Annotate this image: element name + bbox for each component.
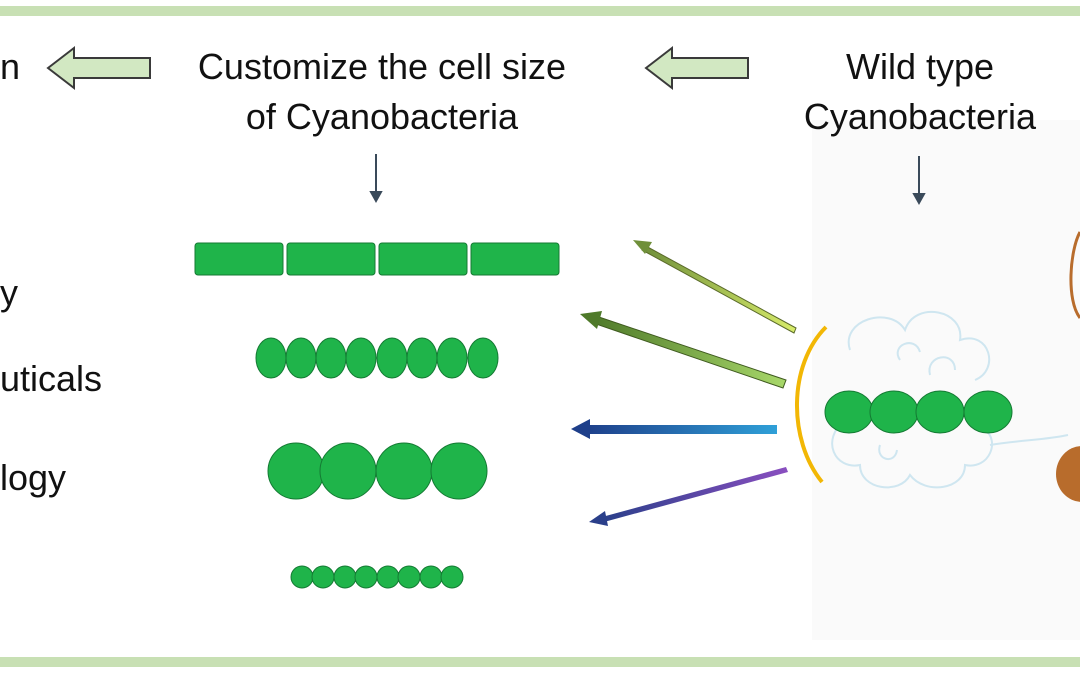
cell <box>285 337 317 379</box>
fan-arrow <box>589 467 788 526</box>
bracket-arc <box>795 325 828 484</box>
sun-edge-shape <box>1069 231 1080 319</box>
cell-row-large <box>267 442 488 500</box>
cell <box>440 565 464 589</box>
cell <box>376 337 408 379</box>
cell <box>406 337 438 379</box>
cell <box>378 242 468 276</box>
middle-heading-line1: Customize the cell size <box>197 46 567 87</box>
cell <box>333 565 357 589</box>
top-frame-bar <box>0 6 1080 16</box>
down-arrow-icon <box>369 154 383 204</box>
left-list-item-2: uticals <box>0 358 103 399</box>
cell <box>194 242 284 276</box>
left-list-item-1: y <box>0 272 18 313</box>
cell <box>286 242 376 276</box>
cloud-icon <box>831 311 1069 489</box>
middle-heading-line2: of Cyanobacteria <box>245 96 519 137</box>
cell-row-oval <box>255 337 499 379</box>
cell-row-small <box>290 565 464 589</box>
cell <box>345 337 377 379</box>
cell <box>963 390 1013 434</box>
cell-row-rectangular <box>194 242 560 276</box>
cell <box>315 337 347 379</box>
cell <box>375 442 433 500</box>
cell <box>436 337 468 379</box>
cell <box>915 390 965 434</box>
hollow-left-arrow-icon <box>644 45 749 91</box>
bottom-frame-bar <box>0 657 1080 667</box>
cell-row-wild-type <box>824 390 1013 434</box>
fan-arrow <box>580 311 787 389</box>
cell <box>467 337 499 379</box>
right-heading-line2: Cyanobacteria <box>803 96 1037 137</box>
cell <box>397 565 421 589</box>
down-arrow-icon <box>912 156 926 206</box>
cell <box>824 390 874 434</box>
hollow-left-arrow-icon <box>46 45 151 91</box>
cell <box>319 442 377 500</box>
cell <box>267 442 325 500</box>
left-list-item-3: logy <box>0 457 67 498</box>
cell <box>419 565 443 589</box>
cell <box>311 565 335 589</box>
left-partial-heading: n <box>0 46 21 87</box>
wild-type-panel <box>812 120 1080 640</box>
cell <box>290 565 314 589</box>
cell <box>470 242 560 276</box>
fan-arrow <box>633 240 797 334</box>
fan-arrow <box>571 419 777 439</box>
sun-partial-icon <box>1056 446 1080 502</box>
cell <box>376 565 400 589</box>
cell <box>255 337 287 379</box>
cell <box>430 442 488 500</box>
cell <box>354 565 378 589</box>
cell <box>869 390 919 434</box>
right-heading-line1: Wild type <box>845 46 995 87</box>
